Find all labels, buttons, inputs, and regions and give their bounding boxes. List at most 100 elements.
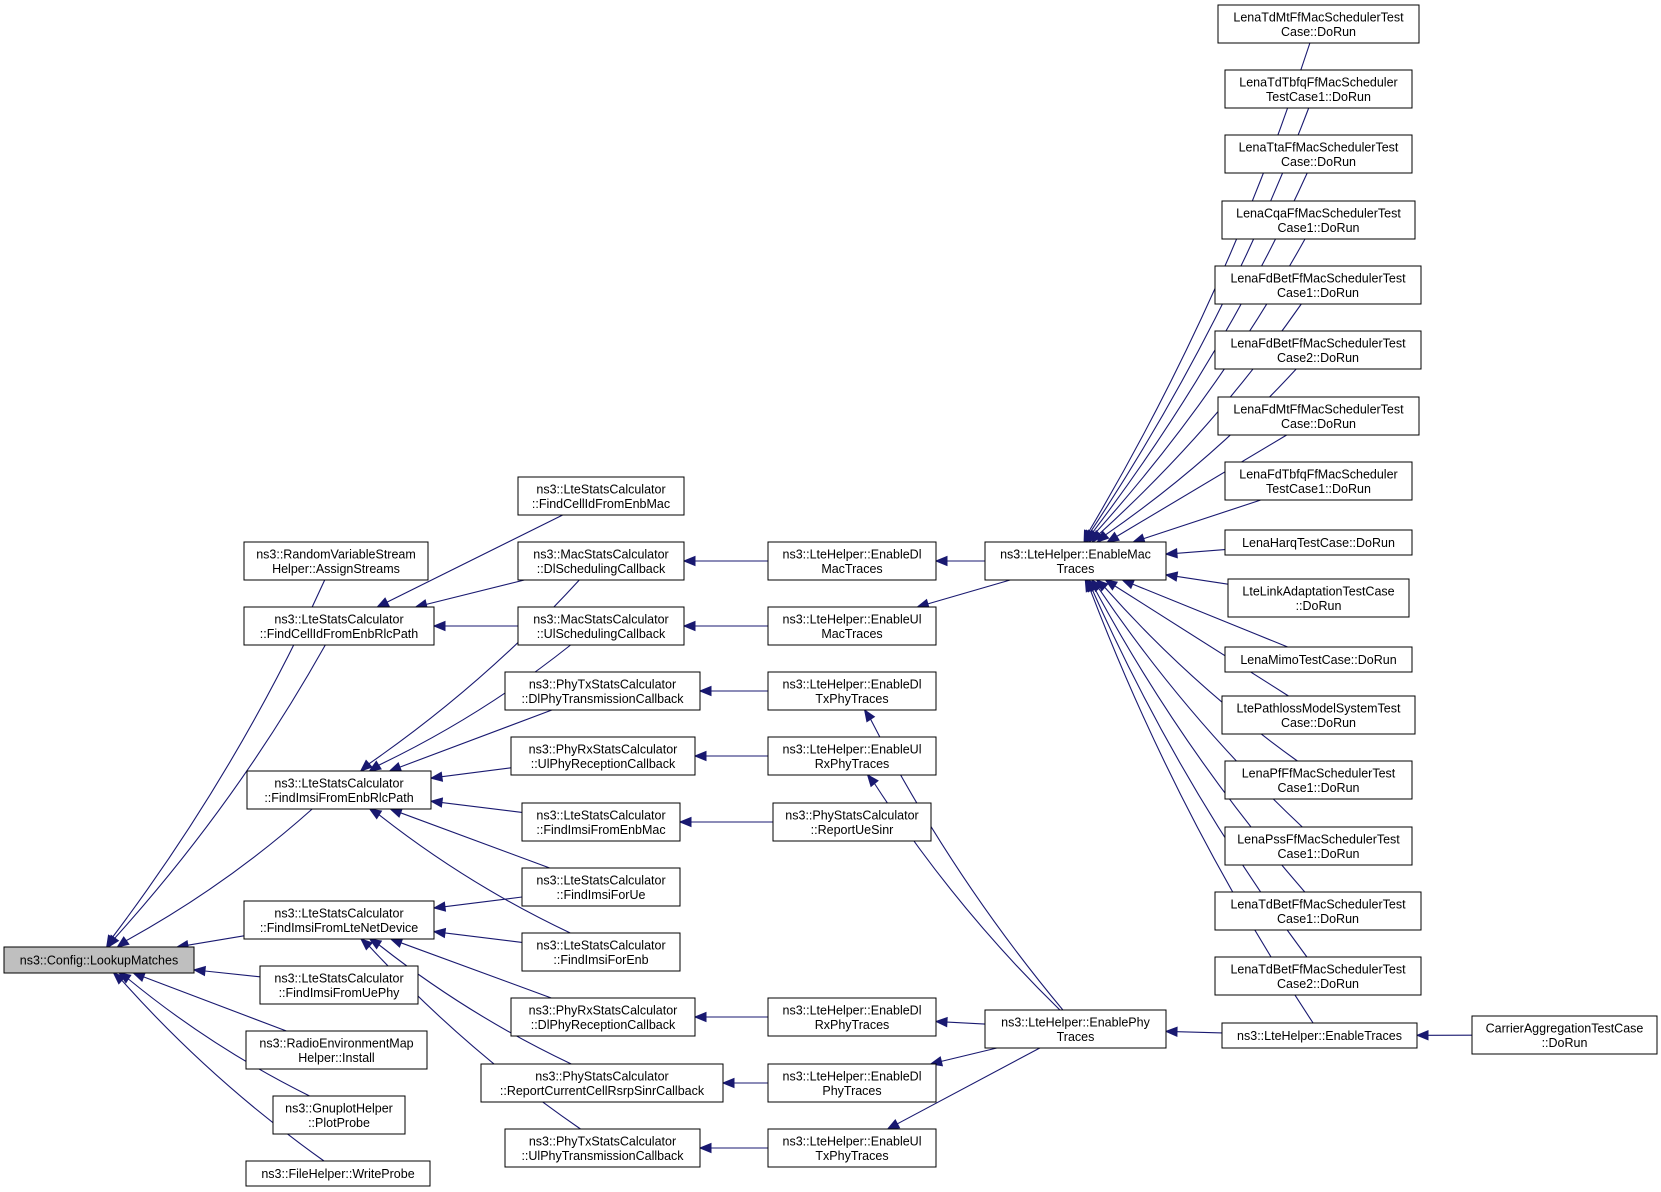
graph-node-rvsh[interactable]: ns3::RandomVariableStreamHelper::AssignS… [243,541,429,581]
arrowhead-icon [116,936,130,948]
node-label-line: Case::DoRun [1281,716,1356,730]
call-edge-fimsienb-to-fimsiltend [444,932,523,943]
node-box [243,541,429,581]
graph-node-phytxul[interactable]: ns3::PhyTxStatsCalculator::UlPhyTransmis… [504,1128,701,1168]
node-box [521,802,681,842]
arrowhead-icon [721,1077,735,1089]
graph-node-fcierlc[interactable]: ns3::LteStatsCalculator::FindCellIdFromE… [243,606,435,646]
node-label-line: LenaTdBetFfMacSchedulerTest [1230,897,1406,911]
graph-node-fimsienbmac[interactable]: ns3::LteStatsCalculator::FindImsiFromEnb… [521,802,681,842]
graph-node-fimsiuephy[interactable]: ns3::LteStatsCalculator::FindImsiFromUeP… [259,965,419,1005]
node-label-line: ::FindCellIdFromEnbRlcPath [260,627,418,641]
graph-node-fimsienb[interactable]: ns3::LteStatsCalculator::FindImsiForEnb [521,932,681,972]
node-box [517,476,685,516]
arrowhead-icon [432,927,447,939]
graph-node-t10[interactable]: LteLinkAdaptationTestCase::DoRun [1227,578,1410,618]
node-box [772,802,932,842]
node-label-line: ns3::PhyStatsCalculator [535,1069,668,1083]
graph-node-t11[interactable]: LenaMimoTestCase::DoRun [1224,646,1413,673]
node-box [1224,529,1413,556]
node-box [1214,265,1422,305]
node-label-line: ns3::MacStatsCalculator [533,612,668,626]
node-label-line: Case1::DoRun [1278,847,1360,861]
node-label-line: Traces [1057,1030,1095,1044]
arrowhead-icon [432,901,447,912]
node-label-line: ns3::GnuplotHelper [285,1101,393,1115]
graph-node-fimsiue[interactable]: ns3::LteStatsCalculator::FindImsiForUe [521,867,681,907]
node-label-line: LenaHarqTestCase::DoRun [1242,536,1395,550]
graph-node-fimsienbrlc[interactable]: ns3::LteStatsCalculator::FindImsiFromEnb… [246,770,432,810]
call-edge-macdl-to-fcierlc [426,579,525,605]
arrowhead-icon [1415,1030,1429,1041]
node-box [3,946,195,974]
node-label-line: ::FindImsiFromLteNetDevice [260,921,418,935]
node-box [259,965,419,1005]
graph-node-macul[interactable]: ns3::MacStatsCalculator::UlSchedulingCal… [517,606,685,646]
graph-node-phyrxdl[interactable]: ns3::PhyRxStatsCalculator::DlPhyReceptio… [510,997,696,1037]
node-box [480,1063,724,1103]
call-edge-fcierlc-to-root [114,644,326,939]
node-label-line: ::DlPhyTransmissionCallback [521,692,684,706]
call-edge-macdl-to-fimsienbrlc [368,579,580,765]
graph-node-catest[interactable]: CarrierAggregationTestCase::DoRun [1471,1015,1658,1055]
node-label-line: Case::DoRun [1281,417,1356,431]
node-box [517,541,685,581]
node-label-line: ns3::FileHelper::WriteProbe [261,1167,414,1181]
node-label-line: Case::DoRun [1281,155,1356,169]
node-label-line: TxPhyTraces [815,1149,888,1163]
call-edge-t10-to-emac [1176,575,1229,585]
node-label-line: LenaPfFfMacSchedulerTest [1242,766,1396,780]
graph-node-fcienbmac[interactable]: ns3::LteStatsCalculator::FindCellIdFromE… [517,476,685,516]
graph-node-phytxdl[interactable]: ns3::PhyTxStatsCalculator::DlPhyTransmis… [504,671,701,711]
call-edge-fimsienbrlc-to-root [126,808,313,942]
graph-node-reportuesinr[interactable]: ns3::PhyStatsCalculator::ReportUeSinr [772,802,932,842]
node-box [1221,200,1416,240]
arrowhead-icon [429,771,444,782]
node-label-line: ns3::RandomVariableStream [256,547,416,561]
graph-node-physinr[interactable]: ns3::PhyStatsCalculator::ReportCurrentCe… [480,1063,724,1103]
graph-node-filehelper[interactable]: ns3::FileHelper::WriteProbe [245,1160,431,1187]
graph-node-root[interactable]: ns3::Config::LookupMatches [3,946,195,974]
node-box [504,1128,701,1168]
graph-node-fimsiltend[interactable]: ns3::LteStatsCalculator::FindImsiFromLte… [243,900,435,940]
node-box [1227,578,1410,618]
graph-node-etraces[interactable]: ns3::LteHelper::EnableTraces [1221,1022,1418,1049]
graph-node-macdl[interactable]: ns3::MacStatsCalculator::DlSchedulingCal… [517,541,685,581]
graph-node-phyrxul[interactable]: ns3::PhyRxStatsCalculator::UlPhyReceptio… [510,736,696,776]
node-box [1224,826,1413,866]
node-box [1224,69,1413,109]
arrowhead-icon [429,797,444,808]
graph-node-t9[interactable]: LenaHarqTestCase::DoRun [1224,529,1413,556]
node-box [246,770,432,810]
call-edge-t9-to-emac [1176,549,1226,554]
node-label-line: LenaPssFfMacSchedulerTest [1237,832,1400,846]
arrowhead-icon [359,759,373,772]
node-box [767,1063,937,1103]
node-box [245,1030,428,1070]
graph-node-gnuplot[interactable]: ns3::GnuplotHelper::PlotProbe [272,1095,406,1135]
